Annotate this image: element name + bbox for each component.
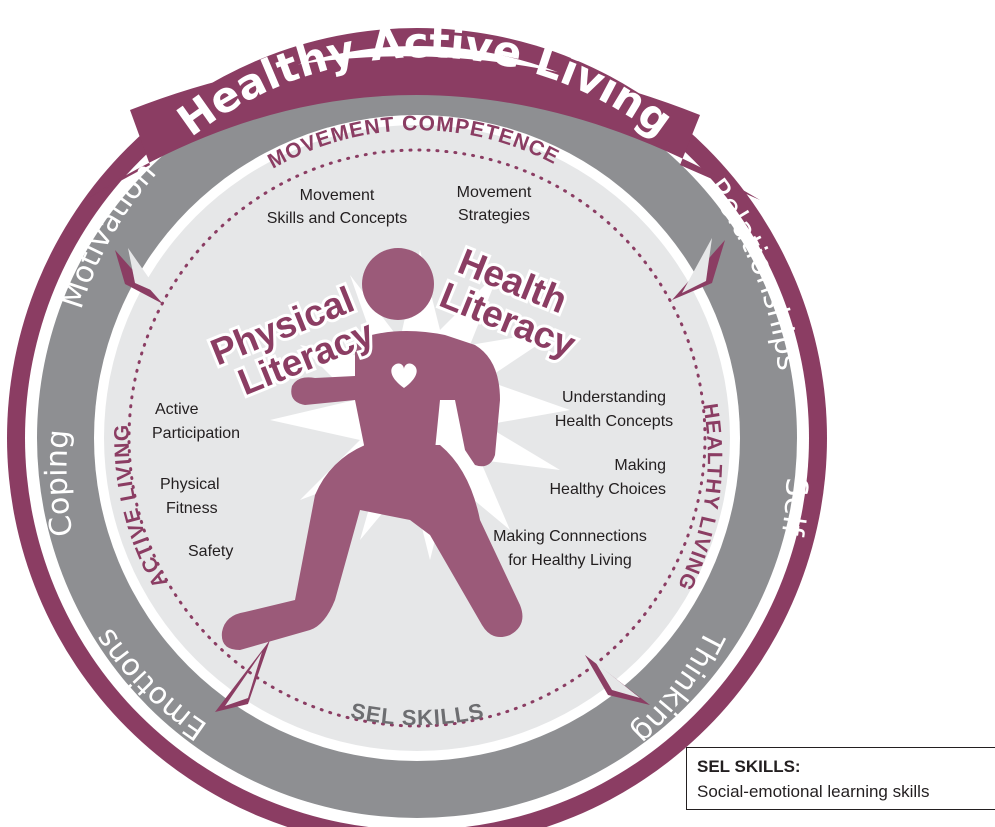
healthy-item-3: Making Connnections	[493, 528, 647, 545]
dotted-ring	[127, 148, 707, 728]
movement-items: Movement Skills and Concepts Movement St…	[267, 184, 532, 227]
movement-item-2: Movement	[457, 184, 532, 201]
healthy-item-2-line2: Healthy Choices	[550, 481, 667, 498]
active-item-1: Active	[155, 401, 199, 418]
ring-label-coping: Coping	[39, 428, 80, 539]
healthy-items: Understanding Health Concepts Making Hea…	[493, 389, 673, 569]
healthy-item-3-line2: for Healthy Living	[508, 552, 632, 569]
ring-label-self: Self	[774, 477, 814, 539]
legend-text: Social-emotional learning skills	[697, 782, 930, 801]
healthy-item-2: Making	[614, 457, 666, 474]
healthy-item-1-line2: Health Concepts	[555, 413, 673, 430]
active-item-2-line2: Fitness	[166, 500, 218, 517]
active-item-2: Physical	[160, 476, 220, 493]
active-items: Active Participation Physical Fitness Sa…	[152, 401, 240, 560]
legend-title: SEL SKILLS:	[697, 757, 801, 776]
active-item-1-line2: Participation	[152, 425, 240, 442]
movement-item-1: Movement	[300, 187, 375, 204]
ring-arrow-icons	[115, 238, 725, 712]
running-figure-icon	[221, 248, 523, 650]
healthy-item-1: Understanding	[562, 389, 666, 406]
active-item-3: Safety	[188, 543, 233, 560]
heart-icon	[391, 363, 417, 388]
movement-item-2-line2: Strategies	[458, 207, 530, 224]
legend-box: SEL SKILLS: Social-emotional learning sk…	[686, 747, 995, 810]
title-band	[85, 56, 760, 200]
movement-item-1-line2: Skills and Concepts	[267, 210, 408, 227]
